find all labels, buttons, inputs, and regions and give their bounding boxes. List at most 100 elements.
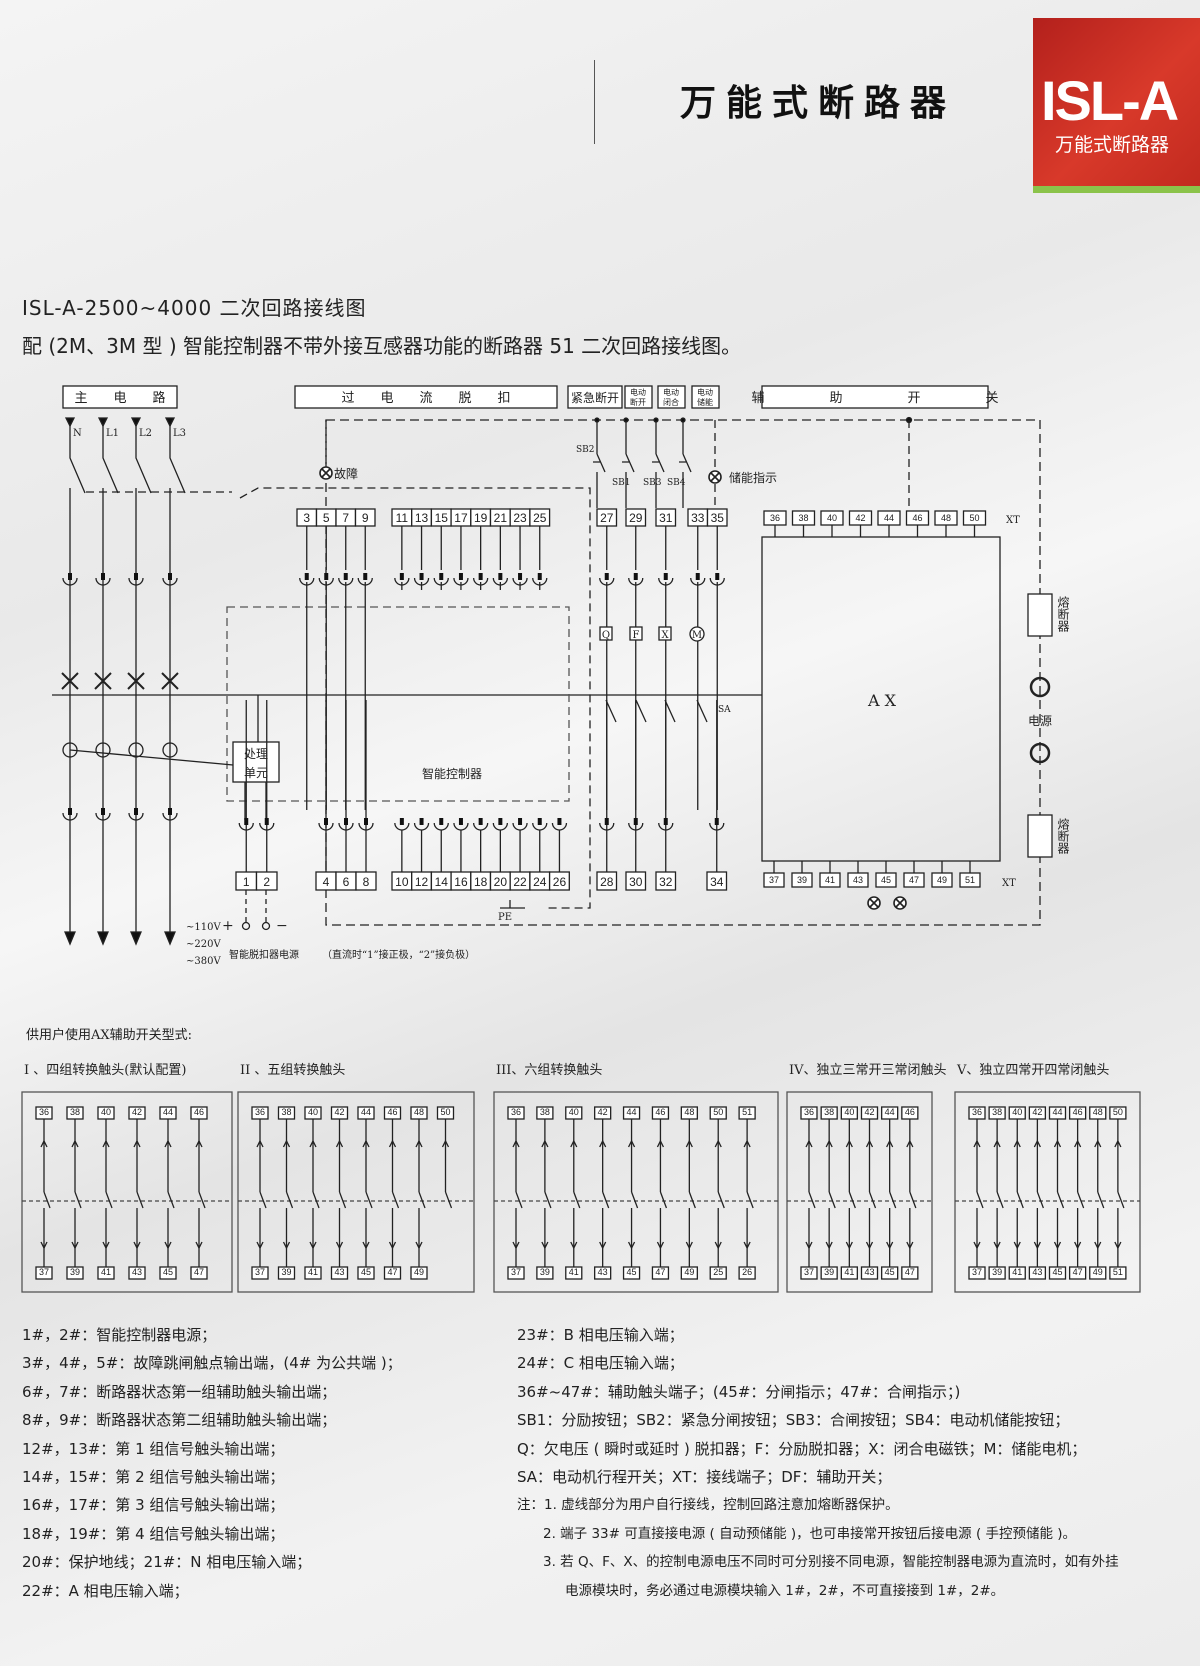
contact-icon — [746, 1191, 754, 1209]
section-motor-store: 电动 — [697, 387, 713, 397]
contact-icon — [1056, 1191, 1065, 1209]
arrow-down-icon — [993, 1241, 1001, 1250]
connector-pin-icon — [498, 818, 503, 825]
terminal-label: 50 — [1113, 1107, 1123, 1117]
close-indicator-lamp-icon-cross — [895, 898, 905, 908]
arrow-up-icon — [164, 1139, 172, 1148]
breaker-contact-icon — [161, 672, 179, 690]
terminal-label: 41 — [569, 1267, 579, 1277]
section-motor-close-2: 闭合 — [663, 397, 679, 407]
arrow-up-icon — [743, 1139, 751, 1148]
terminal-label: 40 — [844, 1107, 854, 1117]
terminal-label: 38 — [281, 1107, 291, 1117]
arrow-up-icon — [1053, 1139, 1062, 1148]
power-label: 电源 — [1028, 714, 1052, 728]
connector-pin-icon — [304, 573, 309, 580]
undervoltage-release-icon — [599, 626, 613, 641]
terminal-label: 6 — [343, 875, 350, 889]
terminal-label: 40 — [1012, 1107, 1022, 1117]
terminal-label: 3 — [303, 511, 310, 525]
contact-icon — [664, 699, 676, 723]
diagram-title: ISL-A-2500~4000 二次回路接线图 — [22, 296, 367, 320]
terminal-label: 10 — [395, 875, 409, 889]
connector-pin-icon — [518, 818, 523, 825]
terminal-label: 36 — [770, 513, 780, 523]
terminal-label: 36 — [255, 1107, 265, 1117]
legend-item: Q：欠电压 ( 瞬时或延时 ) 脱扣器；F：分励脱扣器；X：闭合电磁铁；M：储能… — [517, 1439, 1087, 1458]
legend-item: 20#：保护地线；21#：N 相电压输入端； — [22, 1553, 312, 1572]
connector-socket-icon — [62, 577, 78, 586]
connector-socket-icon — [238, 822, 254, 831]
connector-socket-icon — [318, 822, 334, 831]
terminal-label: 39 — [540, 1267, 550, 1277]
connector-pin-icon — [68, 808, 72, 815]
terminal-label: 39 — [70, 1267, 80, 1277]
terminal-label: 46 — [194, 1107, 204, 1117]
arrow-down-icon — [865, 1241, 874, 1250]
arrow-up-icon — [993, 1139, 1001, 1148]
terminal-label: 49 — [414, 1267, 424, 1277]
terminal-label: 30 — [629, 875, 643, 889]
arrow-up-icon — [71, 1139, 79, 1148]
arrow-down-icon — [40, 1241, 48, 1250]
sb3-label: SB3 — [643, 478, 662, 488]
terminal-label: 47 — [655, 1267, 665, 1277]
terminal-label: 18 — [474, 875, 488, 889]
arrow-down-icon — [102, 1241, 110, 1250]
arrow-up-icon — [541, 1139, 549, 1148]
phase-label: L1 — [106, 428, 119, 439]
sb1-label: SB1 — [612, 478, 631, 488]
connector-socket-icon — [658, 822, 674, 831]
terminal-label: 48 — [414, 1107, 424, 1117]
ax-label: A X — [867, 691, 897, 710]
section-headers: 主 电 路 过 电 流 脱 扣 紧急断开 电动 断开 电动 闭合 电动 储能 辅… — [62, 385, 999, 409]
contact-icon — [605, 699, 617, 723]
arrow-up-icon — [256, 1139, 264, 1148]
arrow-down-icon — [195, 1241, 203, 1250]
terminal-label: 35 — [711, 511, 725, 525]
terminal-label: 50 — [713, 1107, 723, 1117]
arrow-down-icon — [1094, 1241, 1102, 1250]
arrow-up-icon — [282, 1139, 291, 1148]
contact-icon — [889, 1191, 897, 1209]
connector-socket-icon — [394, 822, 410, 831]
connector-socket-icon — [599, 822, 615, 831]
terminal-label: 42 — [334, 1107, 344, 1117]
junction-dot — [653, 417, 659, 423]
terminal-label: 4 — [323, 875, 330, 889]
connector-pin-icon — [714, 818, 719, 825]
terminal-label: 47 — [194, 1267, 204, 1277]
connector-pin-icon — [557, 818, 562, 825]
arrow-down-icon — [570, 1241, 578, 1250]
connector-socket-icon — [473, 822, 489, 831]
terminal-label: 22 — [513, 875, 527, 889]
terminal-label: 50 — [440, 1107, 450, 1117]
terminal-label: 48 — [1093, 1107, 1103, 1117]
terminal-label: 39 — [797, 875, 807, 885]
arrow-up-icon — [388, 1139, 397, 1148]
connector-socket-icon — [95, 577, 111, 586]
xt-bottom-label: XT — [1002, 878, 1016, 889]
terminal-label: 48 — [684, 1107, 694, 1117]
connector-pin-icon — [244, 818, 249, 825]
section-overcurrent: 过 电 流 脱 扣 — [341, 391, 510, 406]
terminal-label: 28 — [600, 875, 614, 889]
terminal-label: 49 — [684, 1267, 694, 1277]
fuse-bottom-label: 熔断器 — [1056, 817, 1070, 855]
terminal-label: 46 — [1073, 1107, 1083, 1117]
current-transformer-icon — [162, 742, 178, 758]
connector-socket-icon — [62, 812, 78, 821]
contact-icon — [43, 1191, 51, 1209]
storage-indicator-label: 储能指示 — [729, 470, 777, 485]
terminal-label: 45 — [163, 1267, 173, 1277]
terminal-label: 43 — [853, 875, 863, 885]
connector-socket-icon — [453, 822, 469, 831]
contact-icon — [1117, 1191, 1125, 1209]
terminal-label: 7 — [342, 511, 349, 525]
terminal-label: 36 — [804, 1107, 814, 1117]
connector-pin-icon — [134, 808, 138, 815]
terminal-label: 15 — [435, 511, 449, 525]
connector-pin-icon — [343, 573, 348, 580]
legend-item: 2. 端子 33# 可直接接电源 ( 自动预储能 )，也可串接常开按钮后接电源 … — [543, 1525, 1077, 1542]
